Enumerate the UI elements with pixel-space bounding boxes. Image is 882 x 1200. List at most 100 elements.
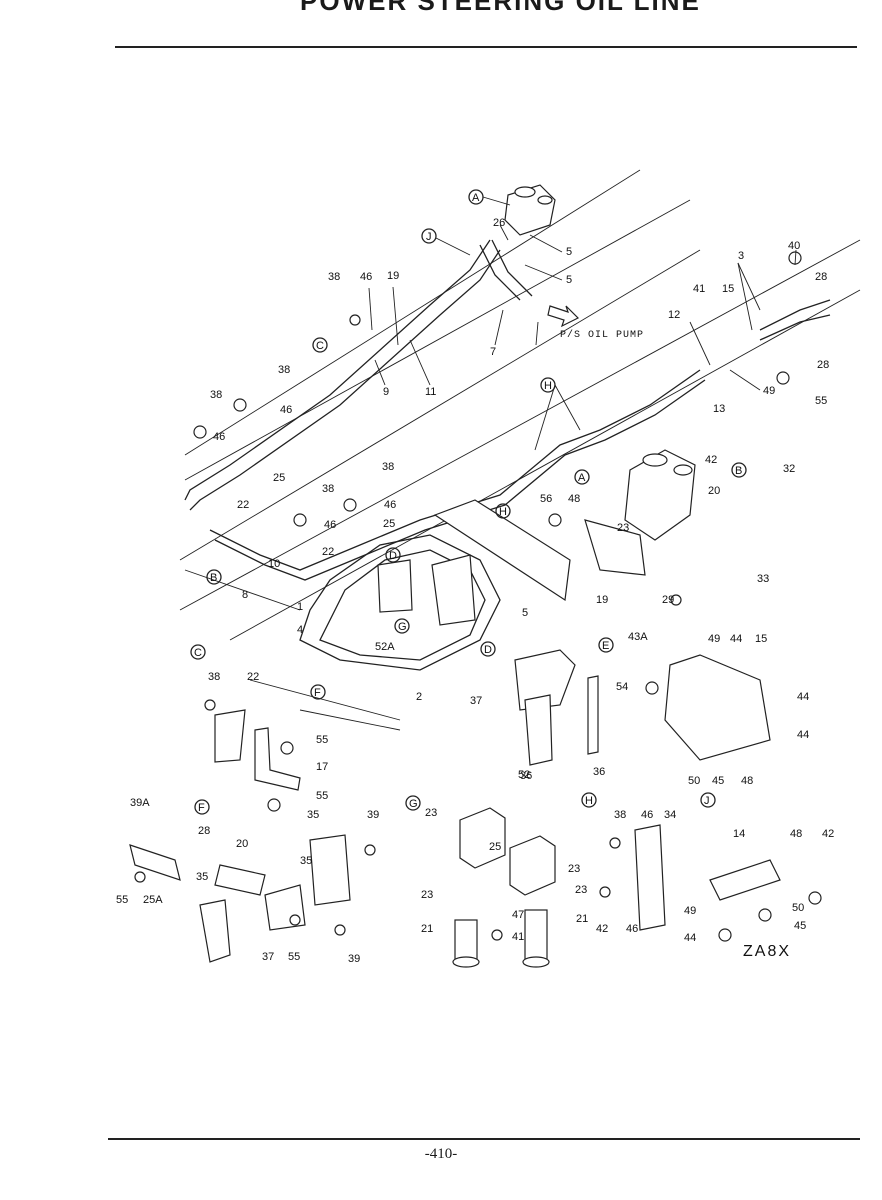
part-label: 44 (684, 932, 696, 944)
part-label: 23 (425, 807, 437, 819)
part-label: 8 (242, 589, 248, 601)
oil-pipes (184, 239, 831, 671)
part-label: 28 (817, 359, 829, 371)
part-label: 36 (593, 766, 605, 778)
callout-j-detail: J (704, 795, 710, 807)
part-label: 39 (367, 809, 379, 821)
callout-a-mid: A (578, 472, 586, 484)
part-label: 17 (316, 761, 328, 773)
part-label: 46 (280, 404, 292, 416)
footer-rule (108, 1138, 860, 1140)
part-label: 38 (210, 389, 222, 401)
part-label: 23 (575, 884, 587, 896)
callout-b-detail: B (735, 465, 742, 477)
part-label: 32 (783, 463, 795, 475)
part-label: 9 (383, 386, 389, 398)
callout-e-detail: E (602, 640, 609, 652)
part-label: 5 (522, 607, 528, 619)
part-label: 37 (470, 695, 482, 707)
part-labels: 26 5 5 7 38 46 19 9 11 38 38 46 46 25 22… (116, 217, 834, 965)
part-label: 10 (268, 558, 280, 570)
part-label: 14 (733, 828, 745, 840)
part-label: 23 (617, 522, 629, 534)
callout-f-mid: F (314, 687, 321, 699)
part-label: 45 (794, 920, 806, 932)
block-24-parts (452, 807, 556, 968)
part-label: 43A (628, 631, 648, 643)
part-label: 7 (490, 346, 496, 358)
part-label: 5 (566, 274, 572, 286)
part-label: 42 (822, 828, 834, 840)
part-label: 25 (273, 472, 285, 484)
part-label: 50 (792, 902, 804, 914)
part-label: 46 (213, 431, 225, 443)
part-label: 21 (576, 913, 588, 925)
part-label: 29 (662, 594, 674, 606)
part-label: 22 (237, 499, 249, 511)
page-number: -410- (424, 1146, 458, 1162)
frame-rails (179, 169, 861, 731)
tank-detail (584, 449, 696, 576)
part-label: 46 (626, 923, 638, 935)
part-label: 54 (616, 681, 628, 693)
part-label: 41 (512, 931, 524, 943)
part-label: 46 (384, 499, 396, 511)
part-label: 35 (307, 809, 319, 821)
part-label: 28 (198, 825, 210, 837)
part-label: 4 (297, 624, 303, 636)
part-label: 47 (512, 909, 524, 921)
part-label: 56 (540, 493, 552, 505)
page-title: POWER STEERING OIL LINE (300, 0, 701, 16)
part-label: 35 (300, 855, 312, 867)
part-label: 48 (568, 493, 580, 505)
part-label: 42 (705, 454, 717, 466)
part-label: 26 (493, 217, 505, 229)
part-label: 38 (278, 364, 290, 376)
part-label: 46 (641, 809, 653, 821)
part-label: 55 (815, 395, 827, 407)
part-label: 39A (130, 797, 150, 809)
part-label: 22 (247, 671, 259, 683)
part-label: 34 (664, 809, 676, 821)
part-label: 3 (738, 250, 744, 262)
header-rule (115, 46, 857, 48)
part-label: 49 (684, 905, 696, 917)
part-label: 38 (328, 271, 340, 283)
part-label: 22 (322, 546, 334, 558)
part-label: 21 (421, 923, 433, 935)
part-label: 45 (712, 775, 724, 787)
callout-h-mid: H (499, 506, 507, 518)
part-label: 25 (383, 518, 395, 530)
part-label: 2 (416, 691, 422, 703)
part-label: 1 (297, 601, 303, 613)
part-label: 55 (288, 951, 300, 963)
part-label: 39 (348, 953, 360, 965)
callout-g-mid: G (398, 621, 407, 633)
part-label: 40 (788, 240, 800, 252)
callout-letters: A J C H A B H D B G F C D E F G H J (190, 189, 747, 815)
part-label: 19 (387, 270, 399, 282)
part-label: 38 (208, 671, 220, 683)
drawing-code: ZA8X (743, 943, 791, 960)
part-label: 23 (421, 889, 433, 901)
callout-f-detail: F (198, 802, 205, 814)
part-label: 38 (322, 483, 334, 495)
brackets (129, 499, 781, 963)
callout-d-mid: D (389, 550, 397, 562)
part-label: 11 (425, 386, 436, 398)
part-label: 33 (757, 573, 769, 585)
part-label: 55 (316, 790, 328, 802)
part-label: 25 (489, 841, 501, 853)
part-label: 13 (713, 403, 725, 415)
part-label: 15 (722, 283, 734, 295)
part-label: 44 (730, 633, 742, 645)
callout-j-top: J (426, 231, 432, 243)
part-label: 37 (262, 951, 274, 963)
part-label: 25A (143, 894, 163, 906)
callout-c-top: C (316, 340, 324, 352)
part-label: 15 (755, 633, 767, 645)
pump-arrow (547, 305, 580, 328)
callout-h-detail: H (585, 795, 593, 807)
part-label: 28 (815, 271, 827, 283)
